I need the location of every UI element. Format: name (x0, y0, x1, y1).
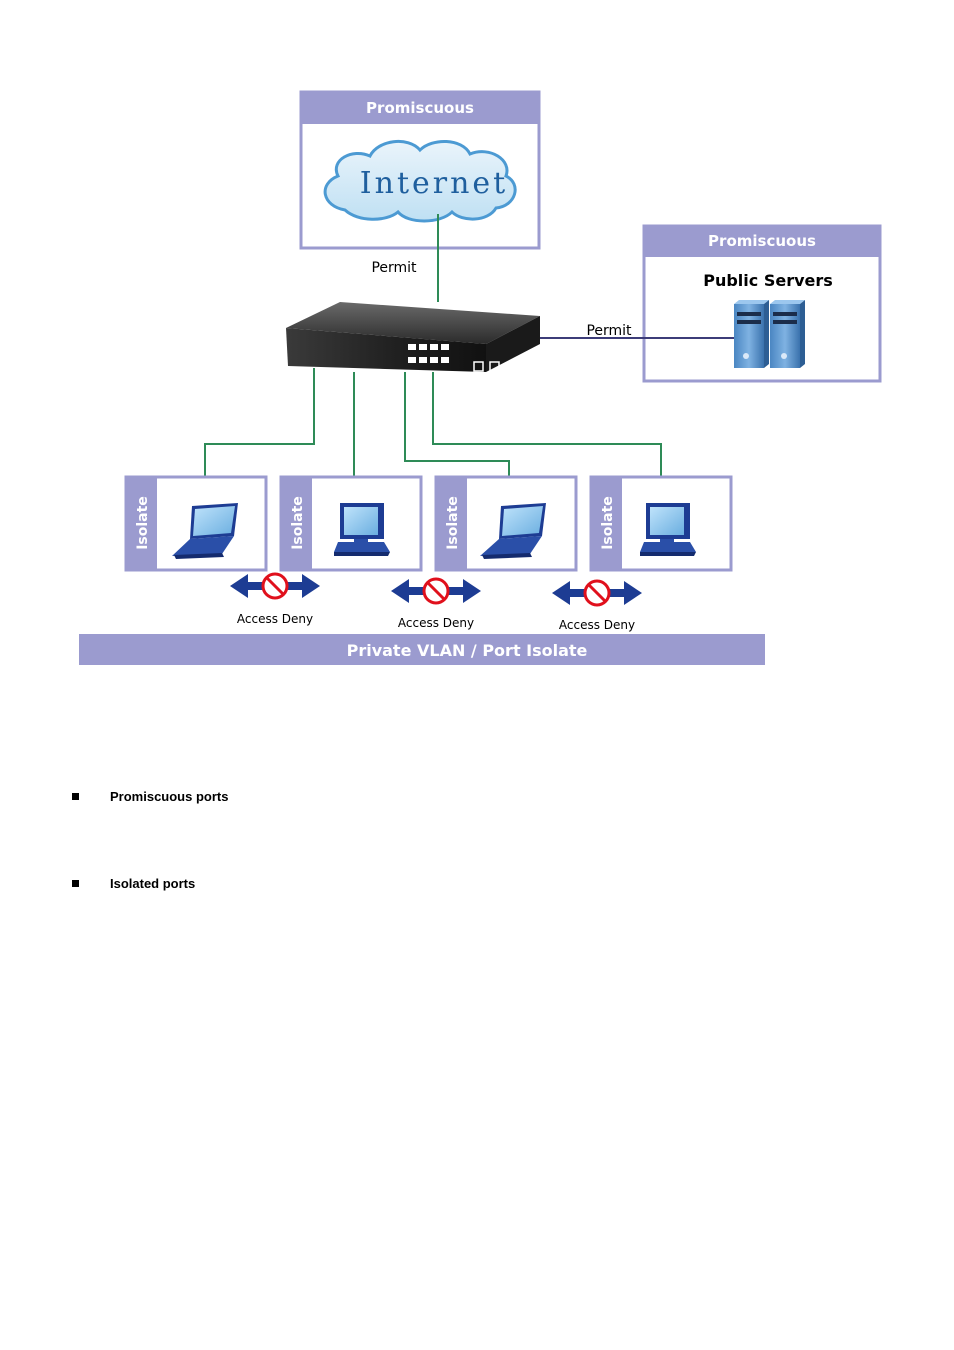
host4-link-line (432, 372, 662, 506)
deny-icon (261, 572, 289, 600)
isolate-label: Isolate (135, 496, 151, 550)
isolate-box-1: Isolate (124, 475, 268, 572)
server-icon (734, 300, 769, 368)
deny-icon (583, 579, 611, 607)
isolate-box-3: Isolate (434, 475, 578, 572)
internet-promiscuous-box: Promiscuous Internet (299, 90, 541, 250)
footer-banner-label: Private VLAN / Port Isolate (347, 641, 588, 660)
private-vlan-diagram: Promiscuous Internet Promiscuous Public … (79, 90, 882, 665)
bullet-label: Promiscuous ports (110, 789, 229, 804)
internet-box-header: Promiscuous (366, 99, 474, 117)
bullet-item-promiscuous-ports: Promiscuous ports (72, 789, 228, 804)
host1-link-line (204, 368, 315, 506)
isolate-box-2: Isolate (279, 475, 423, 572)
permit-label-servers: Permit (586, 323, 632, 339)
footer-banner: Private VLAN / Port Isolate (79, 634, 765, 665)
bullet-square-icon (72, 793, 79, 800)
public-servers-promiscuous-box: Promiscuous Public Servers (642, 224, 882, 383)
servers-box-header: Promiscuous (708, 232, 816, 250)
permit-label-internet: Permit (371, 260, 417, 276)
bullet-label: Isolated ports (110, 876, 196, 891)
isolate-label: Isolate (600, 496, 616, 550)
laptop-icon (172, 503, 238, 559)
bullet-square-icon (72, 880, 79, 887)
access-deny-label: Access Deny (398, 616, 474, 630)
connection-lines (204, 214, 734, 506)
desktop-computer-icon (334, 503, 390, 556)
deny-icon (422, 577, 450, 605)
access-deny-label: Access Deny (559, 618, 635, 632)
access-deny-label: Access Deny (237, 612, 313, 626)
servers-box-title: Public Servers (703, 271, 833, 290)
laptop-icon (480, 503, 546, 559)
switch-ports (408, 344, 449, 363)
switch-icon (286, 302, 540, 372)
access-deny-2: Access Deny (391, 577, 481, 630)
server-icon (770, 300, 805, 368)
isolate-label: Isolate (290, 496, 306, 550)
desktop-computer-icon (640, 503, 696, 556)
isolate-box-4: Isolate (589, 475, 733, 572)
bullet-item-isolated-ports: Isolated ports (72, 876, 195, 891)
internet-cloud-label: Internet (360, 166, 508, 201)
internet-cloud-icon (323, 139, 517, 223)
access-deny-1: Access Deny (230, 572, 320, 626)
isolate-label: Isolate (445, 496, 461, 550)
access-deny-3: Access Deny (552, 579, 642, 632)
